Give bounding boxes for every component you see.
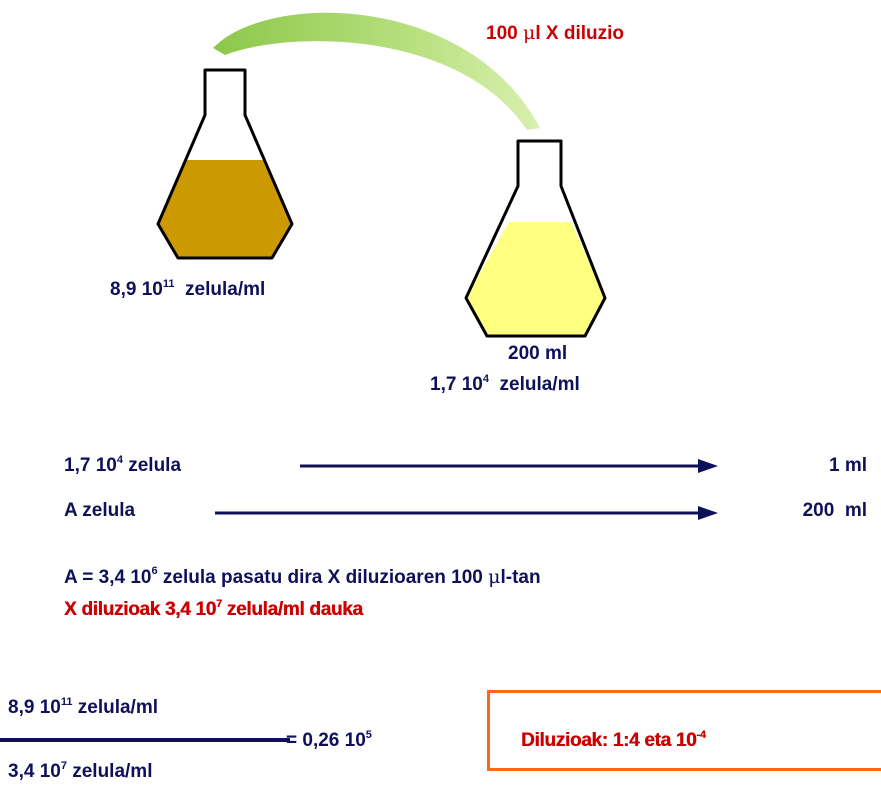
mu-symbol: μ <box>522 22 536 44</box>
result-x-base: X diluzioak 3,4 10 <box>64 599 216 620</box>
ratio-row2-right: 200 ml <box>802 500 867 521</box>
conclusion-box <box>487 690 881 771</box>
arrow-row1 <box>300 459 718 473</box>
left-conc-exp: 11 <box>162 278 175 290</box>
result-exp: 5 <box>365 729 372 741</box>
right-flask-outline <box>464 139 607 338</box>
result-a-unit: l-tan <box>500 567 541 588</box>
left-flask-liquid <box>158 160 292 258</box>
transfer-amount: 100 <box>486 23 523 44</box>
ratio-row1-exp: 4 <box>116 454 123 466</box>
transfer-arc <box>213 12 540 131</box>
right-flask-label: 1,7 104 zelula/ml <box>430 373 580 396</box>
fraction-numerator: 8,9 1011 zelula/ml <box>8 696 158 719</box>
denominator-exp: 7 <box>60 760 67 772</box>
conclusion-exp: -4 <box>696 729 706 741</box>
result-a-exp: 6 <box>151 565 158 577</box>
ratio-row1-unit: zelula <box>122 455 182 476</box>
conclusion-label: Diluzioak: 1:4 eta 10 <box>521 730 697 751</box>
denominator-unit: zelula/ml <box>66 761 153 782</box>
fraction-result: = 0,26 105 <box>286 729 372 752</box>
right-conc-base: 1,7 10 <box>430 374 483 395</box>
result-a-base: A = 3,4 10 <box>64 567 152 588</box>
mu-symbol: μ <box>488 566 501 588</box>
left-flask-label: 8,9 1011 zelula/ml <box>110 278 266 301</box>
ratio-row1-left: 1,7 104 zelula <box>64 454 182 477</box>
numerator-unit: zelula/ml <box>72 697 158 718</box>
numerator-exp: 11 <box>60 696 73 708</box>
right-flask-liquid <box>466 222 605 336</box>
ratio-row1-right: 1 ml <box>828 455 867 476</box>
transfer-text: l X diluzio <box>535 23 625 44</box>
result-base: = 0,26 10 <box>286 730 366 751</box>
right-conc-exp: 4 <box>482 373 489 385</box>
result-line2: X diluzioak 3,4 107 zelula/ml dauka <box>64 598 363 621</box>
left-conc-base: 8,9 10 <box>110 279 163 300</box>
result-a-text: zelula pasatu dira X diluzioaren 100 <box>157 567 489 588</box>
right-flask <box>464 139 607 338</box>
result-x-exp: 7 <box>215 598 222 610</box>
denominator-base: 3,4 10 <box>8 761 61 782</box>
transfer-label: 100 μl X diluzio <box>486 22 624 45</box>
fraction-denominator: 3,4 107 zelula/ml <box>8 760 153 783</box>
ratio-row2-left: A zelula <box>64 500 136 521</box>
left-flask-outline <box>156 68 294 260</box>
numerator-base: 8,9 10 <box>8 697 61 718</box>
result-x-unit: zelula/ml dauka <box>221 599 363 620</box>
right-conc-unit: zelula/ml <box>488 374 580 395</box>
conclusion-text: Diluzioak: 1:4 eta 10-4 <box>521 729 706 752</box>
arrow-row2 <box>215 506 718 520</box>
left-conc-unit: zelula/ml <box>174 279 266 300</box>
ratio-row1-base: 1,7 10 <box>64 455 117 476</box>
result-line1: A = 3,4 106 zelula pasatu dira X diluzio… <box>64 565 541 589</box>
left-flask <box>156 68 294 260</box>
right-flask-volume: 200 ml <box>508 343 568 364</box>
